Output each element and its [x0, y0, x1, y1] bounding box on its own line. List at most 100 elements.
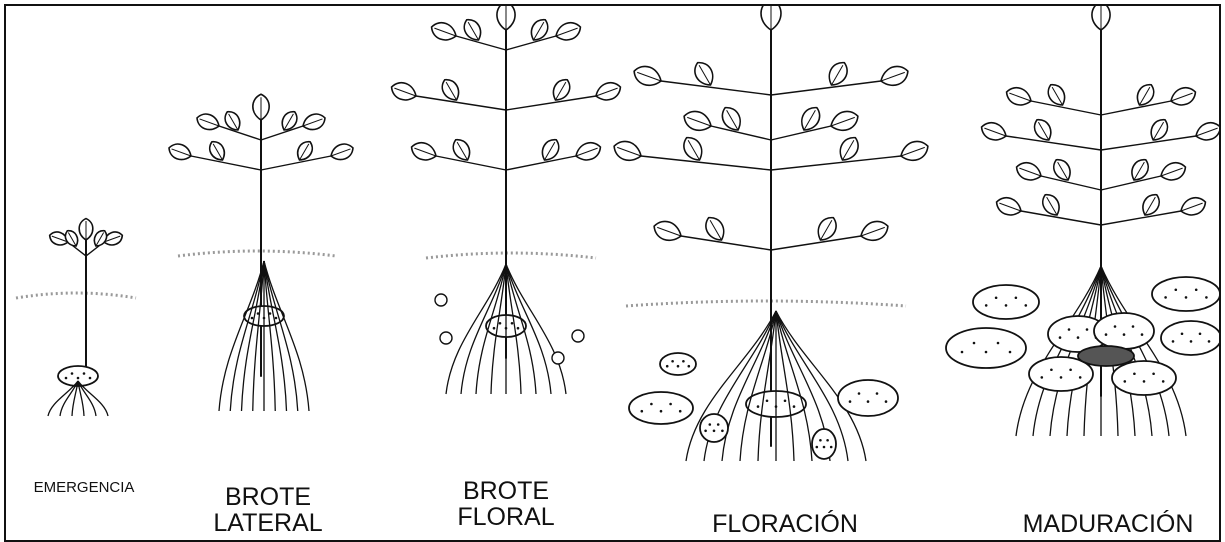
tuber-eye	[717, 423, 720, 426]
tuber-eye	[1132, 325, 1135, 328]
tuber-eye	[1069, 368, 1072, 371]
tuber-eye	[793, 405, 796, 408]
tuber-eye	[275, 317, 278, 320]
plant-brote-floral	[389, 6, 624, 394]
root	[776, 311, 812, 461]
branch	[506, 36, 556, 50]
soil-lines	[16, 251, 906, 306]
branch	[661, 81, 771, 95]
tuber-eye	[1190, 340, 1193, 343]
root	[230, 261, 264, 411]
stolon-tip	[440, 332, 452, 344]
plant-brote-lateral	[166, 94, 355, 411]
root	[48, 381, 78, 416]
tuber-eye	[1143, 380, 1146, 383]
tuber	[1094, 313, 1154, 349]
soil-line	[178, 251, 336, 256]
tuber-eye	[1086, 328, 1089, 331]
tuber-eye	[704, 430, 707, 433]
tuber-eye	[766, 399, 769, 402]
tuber-eye	[1050, 368, 1053, 371]
branch	[1101, 136, 1196, 150]
potato-growth-illustration	[6, 6, 1219, 540]
tuber-eye	[650, 403, 653, 406]
root	[264, 261, 298, 411]
tuber-eye	[671, 360, 674, 363]
tuber	[1078, 346, 1134, 366]
tuber-eye	[961, 351, 964, 354]
tuber-eye	[660, 410, 663, 413]
diagram-frame: EMERGENCIA BROTE LATERAL BROTE FLORAL FL…	[4, 4, 1221, 542]
tuber-eye	[71, 372, 74, 375]
tuber-eye	[985, 304, 988, 307]
root	[264, 261, 287, 411]
tuber-eye	[721, 430, 724, 433]
tuber-eye	[1152, 372, 1155, 375]
tuber-eye	[784, 399, 787, 402]
tuber-eye	[1124, 380, 1127, 383]
branch	[771, 126, 831, 140]
tuber-eye	[1208, 340, 1211, 343]
label-line: LATERAL	[193, 510, 343, 536]
tuber	[1152, 277, 1219, 311]
tuber	[1161, 321, 1219, 355]
tuber	[812, 429, 836, 459]
branch	[771, 156, 901, 170]
branch	[1101, 176, 1161, 190]
root	[686, 311, 776, 461]
tuber-eye	[89, 377, 92, 380]
tuber-eye	[1059, 336, 1062, 339]
branch	[771, 236, 861, 250]
tuber-eye	[997, 342, 1000, 345]
tuber-eye	[1164, 296, 1167, 299]
root	[60, 381, 78, 416]
label-line: FLORACIÓN	[680, 511, 890, 537]
tuber-eye	[1025, 304, 1028, 307]
tuber-eye	[77, 377, 80, 380]
branch	[261, 156, 331, 170]
soil-line	[626, 301, 906, 306]
tuber-eye	[876, 392, 879, 395]
branch	[456, 36, 506, 50]
tuber-eye	[1162, 380, 1165, 383]
branch	[1101, 211, 1181, 225]
tuber-eye	[1175, 288, 1178, 291]
tuber-eye	[830, 446, 833, 449]
tuber	[629, 392, 693, 424]
tuber-eye	[679, 410, 682, 413]
plant-maduracion	[946, 6, 1219, 436]
tuber-eye	[713, 430, 716, 433]
branch	[261, 126, 303, 140]
tuber	[660, 353, 696, 375]
tuber-eye	[1005, 304, 1008, 307]
leaf	[1193, 119, 1219, 143]
tuber-eye	[251, 317, 254, 320]
plant-emergencia	[48, 219, 125, 416]
label-line: EMERGENCIA	[10, 480, 158, 496]
tuber-eye	[1060, 376, 1063, 379]
tuber-eye	[709, 423, 712, 426]
branch	[771, 81, 881, 95]
tuber-eye	[819, 439, 822, 442]
tuber-eye	[1141, 333, 1144, 336]
tuber-eye	[1079, 376, 1082, 379]
label-floracion: FLORACIÓN	[680, 511, 890, 537]
stolon-tip	[435, 294, 447, 306]
tuber-eye	[757, 405, 760, 408]
branch	[1101, 101, 1171, 115]
tuber-eye	[83, 372, 86, 375]
branch	[1021, 211, 1101, 225]
tuber-eye	[973, 342, 976, 345]
branch	[641, 156, 771, 170]
tuber-eye	[1185, 296, 1188, 299]
tuber-eye	[1199, 332, 1202, 335]
tuber-eye	[1195, 288, 1198, 291]
label-brote-floral: BROTE FLORAL	[436, 478, 576, 531]
label-line: MADURACIÓN	[998, 511, 1218, 537]
branch	[1041, 176, 1101, 190]
label-line: BROTE	[436, 478, 576, 504]
label-line: BROTE	[193, 484, 343, 510]
soil-line	[16, 293, 136, 298]
tuber-eye	[1172, 340, 1175, 343]
tuber	[973, 285, 1039, 319]
